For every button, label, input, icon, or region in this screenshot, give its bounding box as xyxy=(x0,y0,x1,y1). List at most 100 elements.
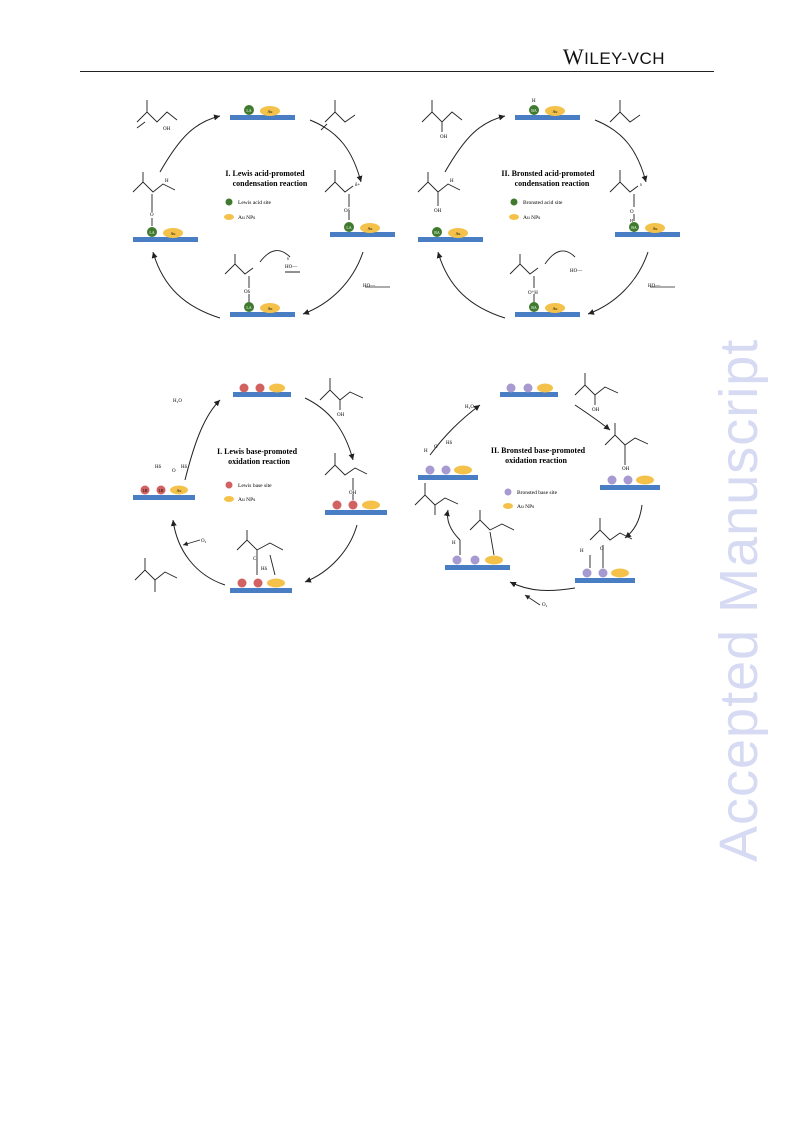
accepted-manuscript-watermark: Accepted Manuscript xyxy=(709,338,769,862)
site-label-top-II: BA xyxy=(531,108,537,113)
ox-hdelta-left-2: Hδ xyxy=(181,465,188,470)
publisher-name-rest: ILEY xyxy=(584,49,622,68)
h-label-right-II: H xyxy=(630,218,633,223)
ox-hdelta-label-left-II: Hδ xyxy=(446,441,453,446)
panel-bronsted-acid: BA Au H OH BA Au OH H BA Au xyxy=(417,99,680,319)
ox-site-label-left-2: LB xyxy=(158,488,163,493)
o2-label-I: O₂ xyxy=(201,539,207,544)
delta-plus-label-right: δ+ xyxy=(355,183,360,188)
au-label-right-II: Au xyxy=(653,226,658,231)
ox-arrow-top-right xyxy=(304,397,355,461)
legend-au-marker-II xyxy=(509,214,519,220)
ox-catalyst-top-II xyxy=(500,383,558,397)
ho-label-bottom-II: HO— xyxy=(570,269,583,274)
molecule-right-II xyxy=(609,170,639,221)
ox-catalyst-bottom xyxy=(230,578,292,593)
au-label-top: Au xyxy=(268,109,273,114)
cycle-arrow-bottom-right xyxy=(302,251,364,315)
ox-h-label-left-II: H xyxy=(424,449,428,454)
legend-bronsted-acid-marker xyxy=(510,198,518,206)
ho-label-bottom: HO— xyxy=(285,265,298,270)
water-label-II: H₂O xyxy=(465,405,474,410)
ox-arrow-bottom-right xyxy=(304,524,358,583)
o2-arrow-I xyxy=(182,539,201,546)
catalyst-bottom-II: BA Au xyxy=(515,302,580,317)
au-label-bottom-II: Au xyxy=(553,306,558,311)
ox-molecule-bottom xyxy=(236,530,284,576)
legend-au-marker-ox-II xyxy=(503,503,513,509)
au-label-left-II: Au xyxy=(456,231,461,236)
ox-product-ester xyxy=(134,558,178,592)
oh-label-left-II: OH xyxy=(434,209,442,214)
ox-catalyst-bottom-left-II xyxy=(445,555,510,570)
molecule-top-right-II xyxy=(609,100,641,123)
ox-catalyst-left-II xyxy=(418,465,478,480)
ox-oh-label-right-II: OH xyxy=(622,467,630,472)
molecule-right xyxy=(324,170,354,220)
ox-catalyst-bottom-right-II xyxy=(575,568,635,583)
oxidation-mechanism-figure: H₂O OH LB LB Au Hδ O Hδ OH xyxy=(133,373,660,608)
legend-bronsted-acid-label: Bronsted acid site xyxy=(523,200,563,206)
site-label-left-II: BA xyxy=(434,230,440,235)
o-label-right-II: O xyxy=(630,210,634,215)
ox-o-label-bottom-right-II: O xyxy=(600,547,604,552)
oh-label-top-left: OH xyxy=(163,127,171,132)
h-label-left: H xyxy=(165,179,169,184)
publisher-initial: W xyxy=(562,44,585,69)
molecule-bottom xyxy=(224,250,300,302)
ox-c-label-bottom: C xyxy=(253,557,257,562)
catalyst-top-II: BA Au H xyxy=(515,99,580,120)
panel-II-title-line2: condensation reaction xyxy=(515,179,590,188)
site-label-bottom-II: BA xyxy=(531,305,537,310)
panel-lewis-acid: LA Au OH LA Au O H LA xyxy=(132,100,395,319)
ox-arrow-right-II xyxy=(624,504,643,539)
ox-arrow-top-left xyxy=(184,399,221,481)
ox-au-label-left: Au xyxy=(177,488,182,493)
water-label-I: H₂O xyxy=(173,399,182,404)
o-label-left: O xyxy=(150,213,154,218)
site-label-top: LA xyxy=(246,108,251,113)
publisher-suffix: -VCH xyxy=(621,49,665,68)
legend-au-marker-ox-I xyxy=(224,496,234,502)
ox-molecule-right xyxy=(324,453,368,500)
reagent-label-II: HO— xyxy=(648,284,661,289)
ox-molecule-bottom-right-II xyxy=(589,518,633,568)
au-label-left: Au xyxy=(171,231,176,236)
molecule-top-left-II xyxy=(421,100,463,132)
o2-arrow-II xyxy=(524,594,541,606)
legend-lewis-base-label: Lewis base site xyxy=(238,483,272,489)
reagent-label: HO— xyxy=(363,284,376,289)
h-label-left-II: H xyxy=(450,179,454,184)
catalyst-bottom: LA Au xyxy=(230,302,295,317)
ox-h-label-bottom-right-II: H xyxy=(580,549,584,554)
catalyst-left: LA Au xyxy=(133,227,198,242)
cycle-arrow-bottom-left-II xyxy=(436,251,506,319)
ox-catalyst-right-II xyxy=(600,475,660,490)
au-label-top-II: Au xyxy=(553,109,558,114)
h-delta-label-bottom: δ xyxy=(287,256,289,261)
panel-lewis-base: H₂O OH LB LB Au Hδ O Hδ OH xyxy=(133,378,387,593)
catalyst-top: LA Au xyxy=(230,105,295,120)
legend-bronsted-base-label: Bronsted base site xyxy=(517,490,558,496)
au-label-bottom: Au xyxy=(268,306,273,311)
legend-au-label-ox-II: Au NPs xyxy=(517,504,534,510)
oh-label-top-left-II: OH xyxy=(440,135,448,140)
ox-arrow-bottom-II xyxy=(509,581,576,591)
legend-au-marker-I xyxy=(224,214,234,220)
cycle-arrow-top-left-II xyxy=(444,114,506,173)
legend-lewis-acid-marker xyxy=(225,198,233,206)
au-label-right: Au xyxy=(368,226,373,231)
publisher-logo: WILEY-VCH xyxy=(563,44,665,70)
legend-bronsted-base-marker xyxy=(504,488,512,496)
ox-arrow-bottom-left xyxy=(170,519,226,586)
legend-au-label-ox-I: Au NPs xyxy=(238,497,255,503)
site-label-bottom: LA xyxy=(246,305,251,310)
ox-panel-II-title-line1: II. Bronsted base-promoted xyxy=(491,446,586,455)
legend-lewis-acid-label: Lewis acid site xyxy=(238,200,272,206)
ox-hdelta-left-1: Hδ xyxy=(155,465,162,470)
ox-catalyst-left: LB LB Au xyxy=(133,485,195,500)
o2-label-II: O₂ xyxy=(542,603,548,608)
ox-h-label-bottom-left-II: H xyxy=(452,541,456,546)
legend-lewis-base-marker xyxy=(225,481,233,489)
ox-arrow-top-right-II xyxy=(574,404,611,431)
